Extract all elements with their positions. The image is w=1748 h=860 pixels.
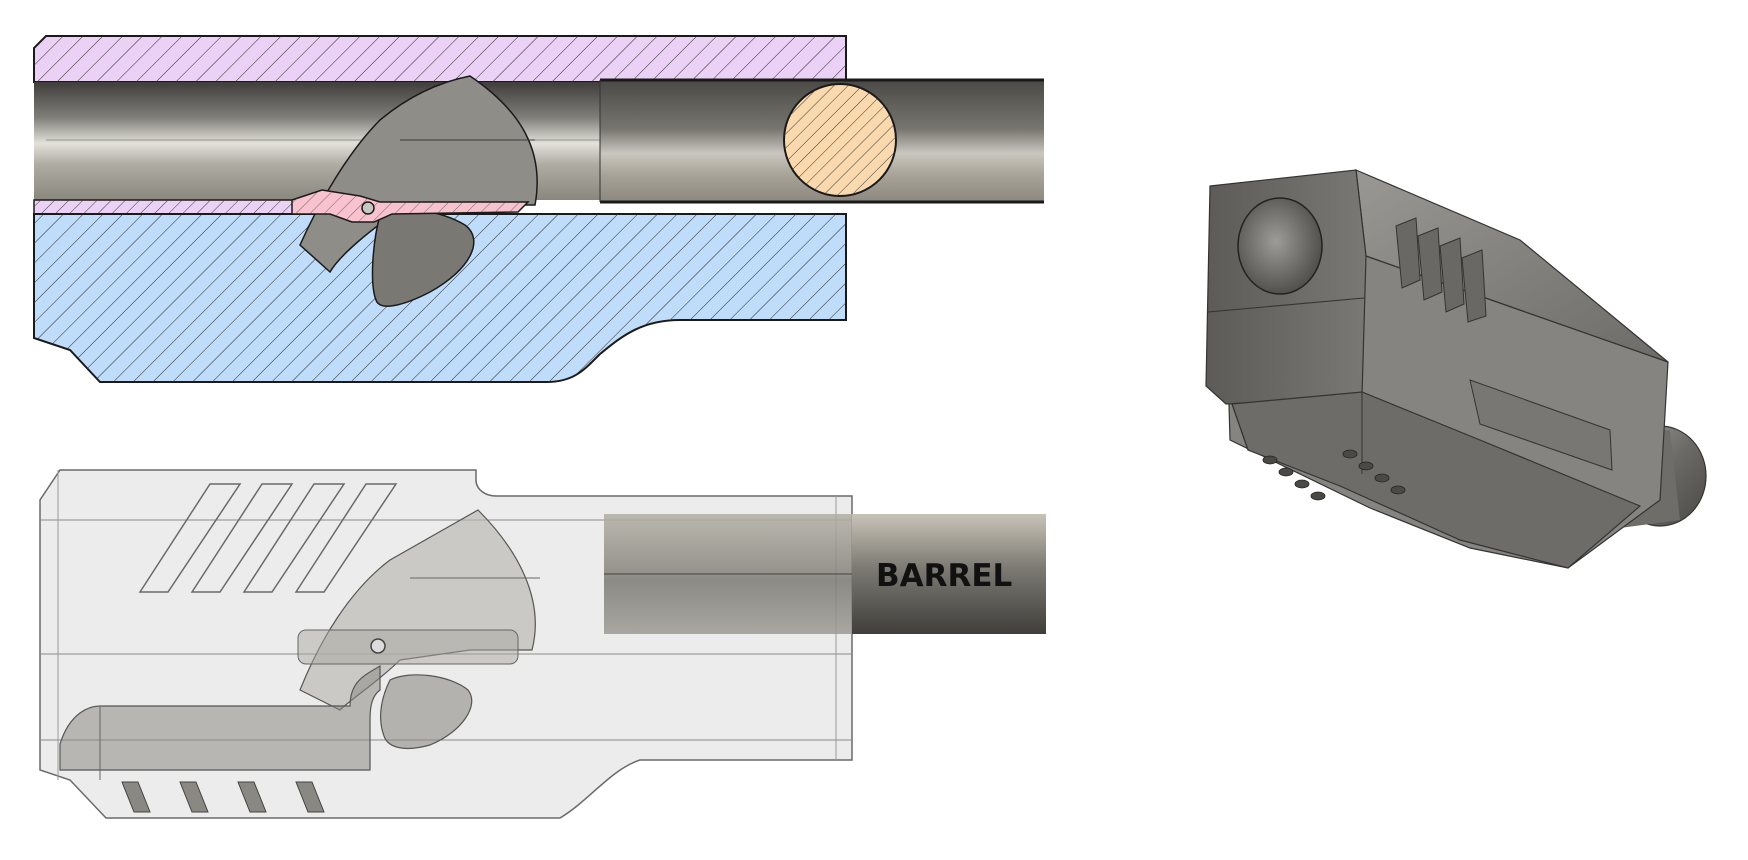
section-view xyxy=(33,35,1044,383)
iso-bore-hole xyxy=(1237,197,1323,295)
ghost-channel xyxy=(59,664,381,771)
barrel-external xyxy=(852,514,1046,634)
iso-rail xyxy=(1231,391,1642,569)
vent-slots xyxy=(138,483,398,593)
bottom-vents xyxy=(121,781,325,813)
isometric-view xyxy=(1205,169,1707,569)
projectile-section xyxy=(299,75,538,274)
pivot-pin xyxy=(361,201,375,215)
iso-vent-slots xyxy=(1395,217,1487,323)
ghost-pivot-pin xyxy=(370,638,386,654)
transparent-view: BARREL xyxy=(39,469,1046,819)
barrel-label: BARREL xyxy=(876,558,1012,594)
iso-rail-holes xyxy=(1262,449,1406,501)
